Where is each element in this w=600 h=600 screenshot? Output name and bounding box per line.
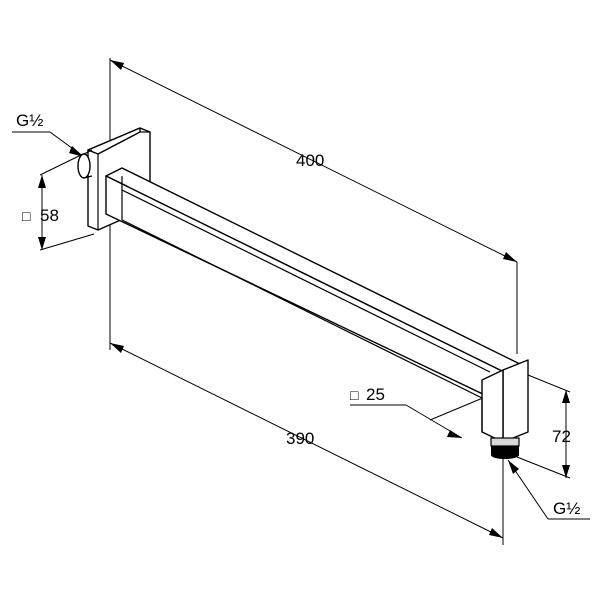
arrow-390-end bbox=[489, 528, 503, 538]
arrow-58-bottom bbox=[38, 237, 46, 250]
thread-label-outlet: G½ bbox=[553, 499, 580, 518]
arrow-outlet bbox=[508, 460, 519, 474]
arrow-inlet bbox=[69, 146, 84, 157]
ext-58-top bbox=[39, 153, 84, 176]
ext-72-bottom bbox=[516, 456, 571, 479]
dim-line-390 bbox=[109, 342, 504, 539]
dimension-label-390: 390 bbox=[286, 429, 314, 448]
square-symbol-58: □ bbox=[22, 208, 31, 224]
shower-arm bbox=[105, 167, 529, 443]
arm-end-line bbox=[429, 394, 491, 421]
dimension-label-25: 25 bbox=[366, 385, 385, 404]
dimension-label-72: 72 bbox=[552, 427, 571, 446]
ext-58-bottom bbox=[39, 233, 95, 251]
arrow-390-start bbox=[110, 343, 124, 353]
dimension-label-400: 400 bbox=[296, 151, 324, 170]
arrow-72-bottom bbox=[562, 465, 570, 478]
arrow-72-top bbox=[562, 390, 570, 403]
outlet-thread bbox=[490, 437, 520, 459]
arrow-400-end bbox=[503, 252, 517, 262]
arrow-58-top bbox=[38, 175, 46, 188]
thread-label-inlet: G½ bbox=[16, 111, 43, 130]
arrow-25 bbox=[447, 430, 462, 438]
ext-72-top bbox=[527, 374, 571, 393]
dimension-label-58: 58 bbox=[40, 206, 59, 225]
dim-line-400 bbox=[109, 59, 518, 263]
arrow-400-start bbox=[110, 60, 124, 70]
square-symbol-25: □ bbox=[350, 387, 359, 403]
